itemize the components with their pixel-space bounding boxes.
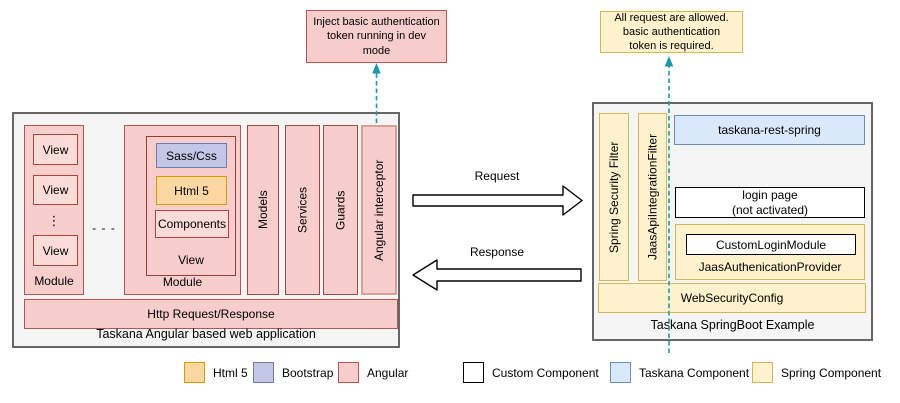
guards-label: Guards bbox=[333, 190, 348, 230]
view-box: View bbox=[33, 134, 78, 165]
response-arrow bbox=[412, 259, 582, 291]
angular-app-panel: View View ⋮ View Module - - - Sass/Css H… bbox=[12, 112, 400, 348]
springboot-panel: Spring Security Filter JaasApiIntegratio… bbox=[592, 102, 873, 341]
sass-css-box: Sass/Css bbox=[156, 143, 227, 168]
angular-module-2: Sass/Css Html 5 Components View Module bbox=[124, 125, 241, 295]
spring-component-swatch bbox=[752, 362, 773, 383]
custom-login-module-box: CustomLoginModule bbox=[686, 234, 856, 255]
request-arrow bbox=[412, 185, 583, 216]
angular-app-title: Taskana Angular based web application bbox=[96, 327, 316, 341]
login-page-box: login page (not activated) bbox=[675, 187, 865, 218]
legend-label: Custom Component bbox=[492, 365, 599, 380]
legend-item-html5: Html 5 bbox=[184, 361, 248, 384]
taskana-rest-spring-box: taskana-rest-spring bbox=[674, 115, 865, 145]
legend-label: Html 5 bbox=[213, 365, 248, 380]
module-label: Module bbox=[162, 275, 203, 289]
legend-item-custom: Custom Component bbox=[463, 361, 599, 384]
more-views-ellipsis: ⋮ bbox=[47, 212, 61, 228]
services-pillar: Services bbox=[285, 125, 320, 295]
legend-label: Taskana Component bbox=[639, 365, 750, 380]
legend-label: Angular bbox=[367, 365, 409, 380]
services-label: Services bbox=[295, 187, 310, 234]
module-label: Module bbox=[34, 274, 74, 288]
view-container: Sass/Css Html 5 Components View bbox=[146, 136, 236, 276]
http-request-response-bar: Http Request/Response bbox=[24, 299, 398, 329]
request-label: Request bbox=[474, 169, 520, 183]
spring-security-filter-label: Spring Security Filter bbox=[607, 141, 621, 253]
components-box: Components bbox=[155, 210, 229, 238]
legend-label: Bootstrap bbox=[282, 365, 334, 380]
response-label: Response bbox=[469, 245, 525, 259]
legend-item-angular: Angular bbox=[338, 361, 408, 384]
html5-box: Html 5 bbox=[156, 176, 227, 205]
legend-item-bootstrap: Bootstrap bbox=[253, 361, 333, 384]
angular-module-1: View View ⋮ View Module bbox=[24, 125, 84, 295]
models-label: Models bbox=[256, 190, 270, 230]
web-security-config-bar: WebSecurityConfig bbox=[598, 283, 866, 313]
legend-item-taskana: Taskana Component bbox=[610, 361, 749, 384]
bootstrap-swatch bbox=[253, 362, 274, 383]
guards-pillar: Guards bbox=[323, 125, 358, 295]
models-pillar: Models bbox=[247, 125, 279, 295]
jaas-api-integration-filter-label: JaasApiIntegrationFilter bbox=[645, 133, 660, 261]
angular-interceptor-pillar: Angular interceptor bbox=[361, 125, 397, 295]
dev-mode-note: Inject basic authentication token runnin… bbox=[306, 10, 447, 63]
legend-item-spring: Spring Component bbox=[752, 361, 881, 384]
jaas-api-integration-filter-pillar: JaasApiIntegrationFilter bbox=[638, 113, 667, 281]
view-box: View bbox=[33, 235, 78, 266]
springboot-title: Taskana SpringBoot Example bbox=[650, 318, 815, 332]
jaas-authentication-provider-label: JaasAuthenicationProvider bbox=[698, 260, 842, 274]
angular-interceptor-label: Angular interceptor bbox=[372, 159, 386, 261]
view-box: View bbox=[33, 175, 78, 205]
more-modules-dots: - - - bbox=[92, 221, 116, 235]
custom-component-swatch bbox=[463, 362, 484, 383]
spring-security-filter-pillar: Spring Security Filter bbox=[599, 113, 629, 281]
auth-required-note: All request are allowed. basic authentic… bbox=[600, 11, 743, 53]
html5-swatch bbox=[184, 362, 205, 383]
view-label: View bbox=[178, 253, 204, 267]
legend-label: Spring Component bbox=[781, 365, 882, 380]
angular-swatch bbox=[338, 362, 359, 383]
jaas-authentication-provider-box: CustomLoginModule JaasAuthenicationProvi… bbox=[675, 224, 865, 280]
taskana-component-swatch bbox=[610, 362, 631, 383]
